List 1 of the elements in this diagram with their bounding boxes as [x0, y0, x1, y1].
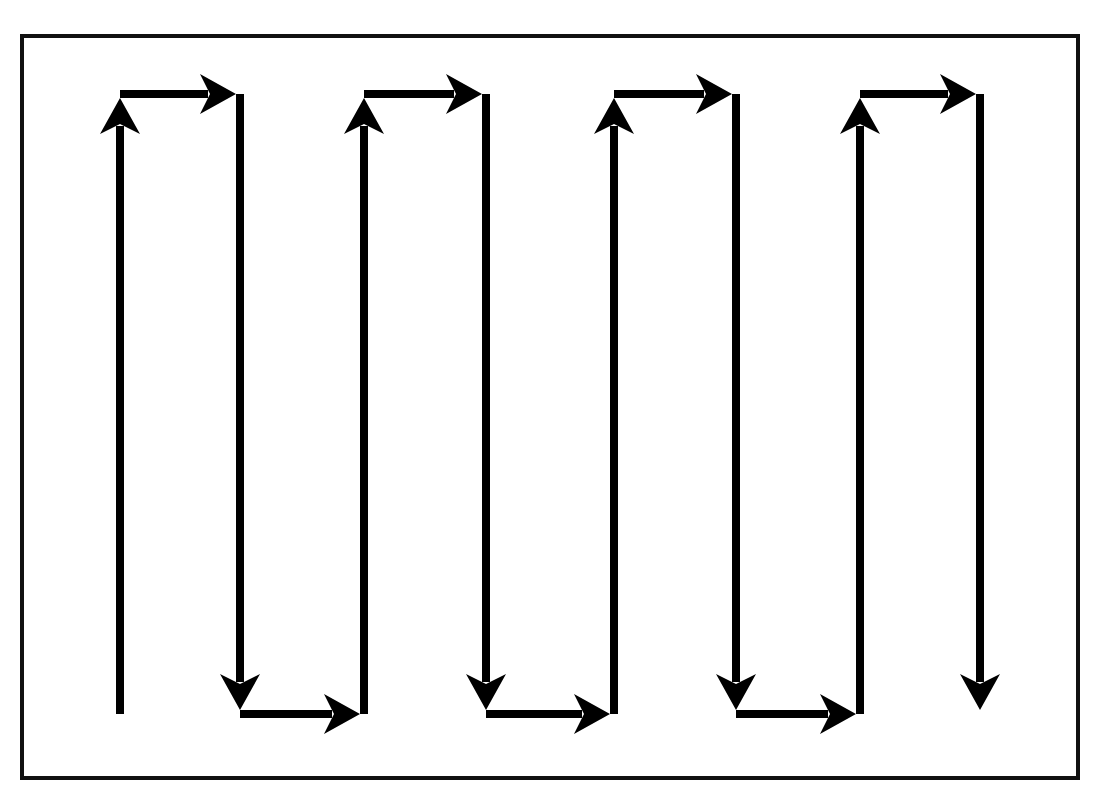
frame-box — [20, 34, 1080, 780]
